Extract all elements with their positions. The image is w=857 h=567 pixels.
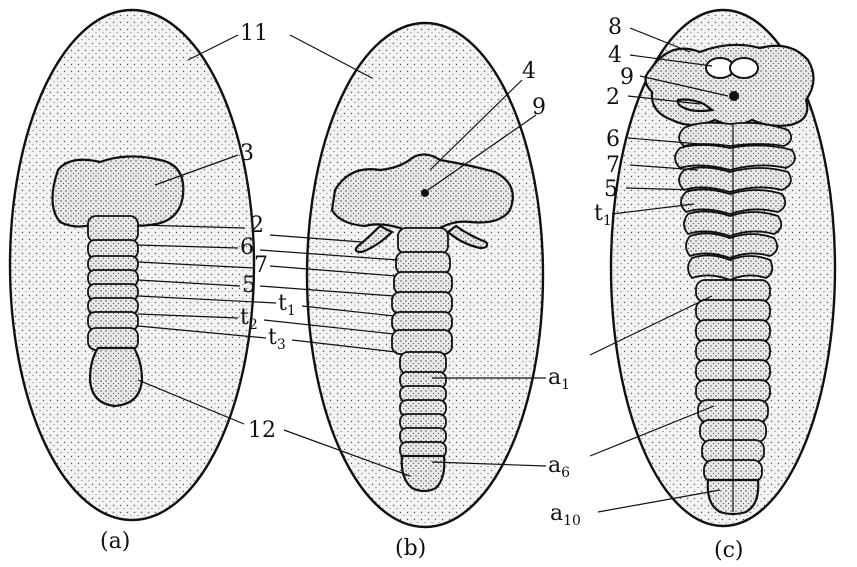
- compound-eye-right-c: [729, 57, 759, 79]
- label-6-a: 6: [240, 235, 254, 260]
- label-2-c: 2: [606, 85, 620, 110]
- label-t1: t1: [278, 291, 296, 319]
- label-t2: t2: [240, 305, 258, 333]
- label-5-a: 5: [242, 273, 256, 298]
- label-8-c: 8: [608, 15, 622, 40]
- label-7-c: 7: [606, 153, 620, 178]
- stomodeum-c: [729, 91, 739, 101]
- label-a1: a1: [548, 365, 570, 393]
- label-11: 11: [240, 21, 268, 46]
- label-t1-c: t1: [594, 201, 612, 229]
- leader-lines: [137, 27, 729, 513]
- head-lobe-c: [644, 43, 815, 127]
- germ-band-b: [391, 227, 453, 493]
- label-4-c: 4: [608, 43, 622, 68]
- label-9-c: 9: [620, 65, 634, 90]
- label-5-c: 5: [604, 177, 618, 202]
- stomodeum-b: [421, 189, 429, 197]
- panel-a: (a): [8, 8, 256, 554]
- caption-b: (b): [395, 536, 426, 561]
- label-a10: a10: [550, 501, 581, 529]
- caption-c: (c): [714, 538, 744, 563]
- label-12: 12: [248, 418, 276, 443]
- antenna-right-b: [446, 224, 489, 250]
- label-6-c: 6: [606, 127, 620, 152]
- head-lobe-a: [51, 155, 185, 228]
- label-9-b: 9: [532, 95, 546, 120]
- antenna-left-b: [354, 224, 394, 254]
- label-2-a: 2: [250, 213, 264, 238]
- panel-c: (c): [609, 8, 837, 563]
- germ-band-c: [674, 121, 796, 516]
- label-4-b: 4: [522, 59, 536, 84]
- panel-b: (b): [305, 21, 545, 561]
- labels: 11 3 2 6 7 5 t1 t2 t3 12 4 9 a1 a6 8 4 9…: [240, 15, 634, 529]
- germ-band-a: [87, 215, 144, 408]
- label-7-b: 7: [254, 253, 268, 278]
- caption-a: (a): [100, 529, 130, 554]
- label-3: 3: [240, 141, 254, 166]
- label-t3: t3: [268, 325, 286, 353]
- label-a6: a6: [548, 453, 570, 481]
